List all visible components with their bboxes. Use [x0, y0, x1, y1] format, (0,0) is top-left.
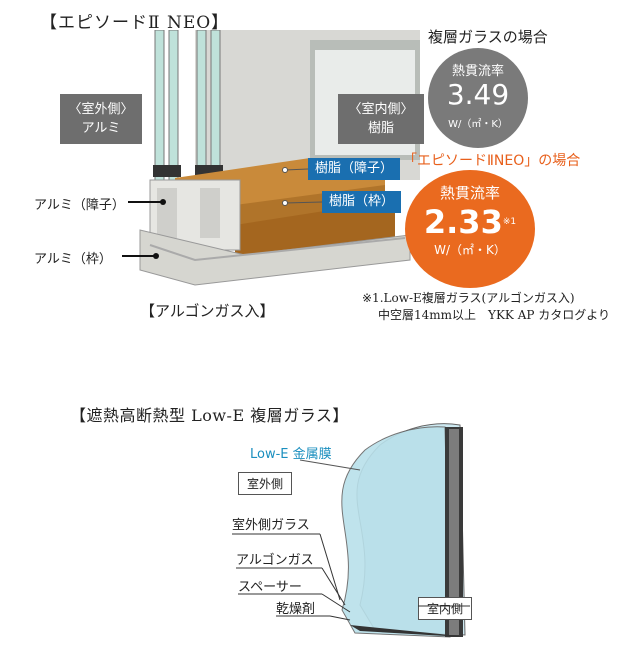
double-glass-circle: 熱貫流率 3.49 W/（㎡・K） — [428, 48, 528, 148]
double-glass-title: 複層ガラスの場合 — [428, 28, 548, 46]
resin-frame-label: 樹脂（枠） — [322, 191, 402, 213]
outside-glass-label: 室外側ガラス — [232, 518, 310, 533]
alu-frame-rail — [149, 237, 406, 262]
lowe-film-label: Low-E 金属膜 — [250, 447, 332, 462]
spacer-label: スペーサー — [238, 580, 302, 595]
footnote-line2: 中空層14mm以上 YKK AP カタログより — [378, 308, 611, 322]
bottom-spacer — [350, 625, 463, 637]
alu-sash-detail-2 — [200, 188, 220, 238]
neo-value-row: 2.33※1 — [405, 203, 535, 241]
window-title: 【エピソードⅡ NEO】 — [40, 13, 230, 33]
footnote: ※1.Low-E複層ガラス(アルゴンガス入) 中空層14mm以上 YKK AP … — [362, 290, 610, 324]
neo-heading: 熱貫流率 — [439, 184, 500, 202]
inside-resin-label: 〈室内側〉 樹脂 — [338, 94, 424, 144]
outside-aluminium-label: 〈室外側〉 アルミ — [60, 94, 142, 144]
footnote-line1: ※1.Low-E複層ガラス(アルゴンガス入) — [362, 291, 575, 305]
desiccant-label: 乾燥剤 — [276, 602, 316, 617]
outside-glass-pane — [341, 426, 451, 638]
glass-title: 【遮熱高断熱型 Low-E 複層ガラス】 — [70, 406, 349, 425]
outside-label-line2: アルミ — [81, 121, 121, 136]
neo-circle: 熱貫流率 2.33※1 W/（㎡・K） — [405, 170, 535, 288]
outside-label-line1: 〈室外側〉 — [68, 102, 134, 117]
inside-label-line1: 〈室内側〉 — [348, 102, 414, 117]
argon-gas-label: アルゴンガス — [236, 553, 314, 568]
edge-desiccant — [449, 429, 459, 635]
resin-sash-label: 樹脂（障子） — [308, 158, 401, 180]
double-glass-heading: 熱貫流率 — [451, 64, 504, 79]
argon-gas-note: 【アルゴンガス入】 — [140, 302, 275, 320]
double-glass-unit: W/（㎡・K） — [448, 119, 508, 130]
glass-illustration — [341, 423, 466, 638]
inside-label-line2: 樹脂 — [367, 121, 394, 136]
neo-unit: W/（㎡・K） — [434, 243, 506, 257]
neo-value: 2.33 — [423, 203, 503, 241]
alu-frame-label: アルミ（枠） — [34, 252, 112, 267]
neo-footnote-mark: ※1 — [502, 217, 517, 227]
neo-title: 「エピソードⅡNEO」の場合 — [403, 153, 581, 169]
double-glass-value: 3.49 — [446, 78, 510, 111]
outside-box-label: 室外側 — [238, 472, 293, 495]
alu-sash-label: アルミ（障子） — [34, 198, 125, 213]
spacer-1 — [153, 165, 181, 177]
